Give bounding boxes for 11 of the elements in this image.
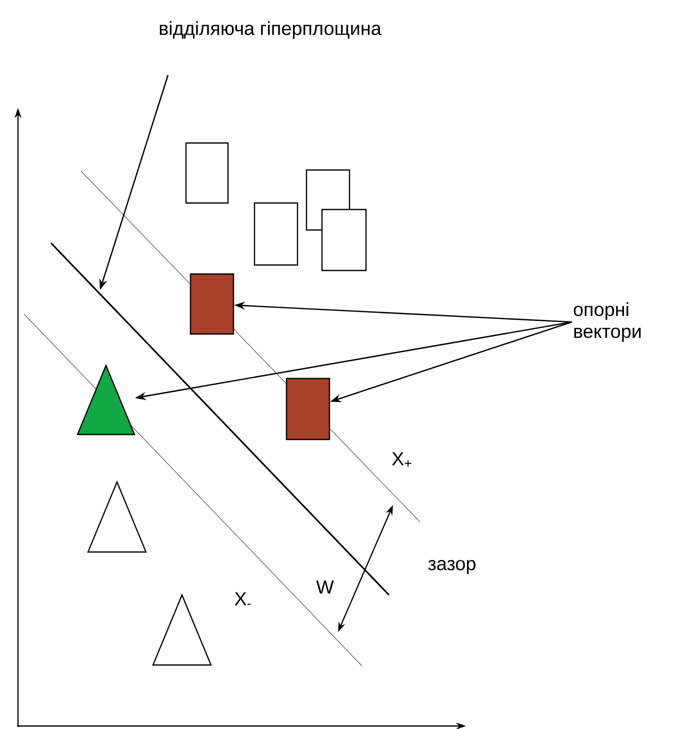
text-label: W <box>316 580 334 594</box>
text-label: опорні вектори <box>574 302 641 342</box>
text-label: відділяюча гіперплощина <box>160 21 382 39</box>
square-point <box>254 202 298 266</box>
support-vector-square <box>190 273 234 335</box>
text-label: X$_{-}$ <box>234 592 251 606</box>
text-label: зазор <box>428 560 476 574</box>
text-label: X$_{+}$ <box>392 452 412 467</box>
support-vector-square <box>286 378 330 440</box>
square-point <box>321 208 367 272</box>
square-point <box>185 142 229 204</box>
